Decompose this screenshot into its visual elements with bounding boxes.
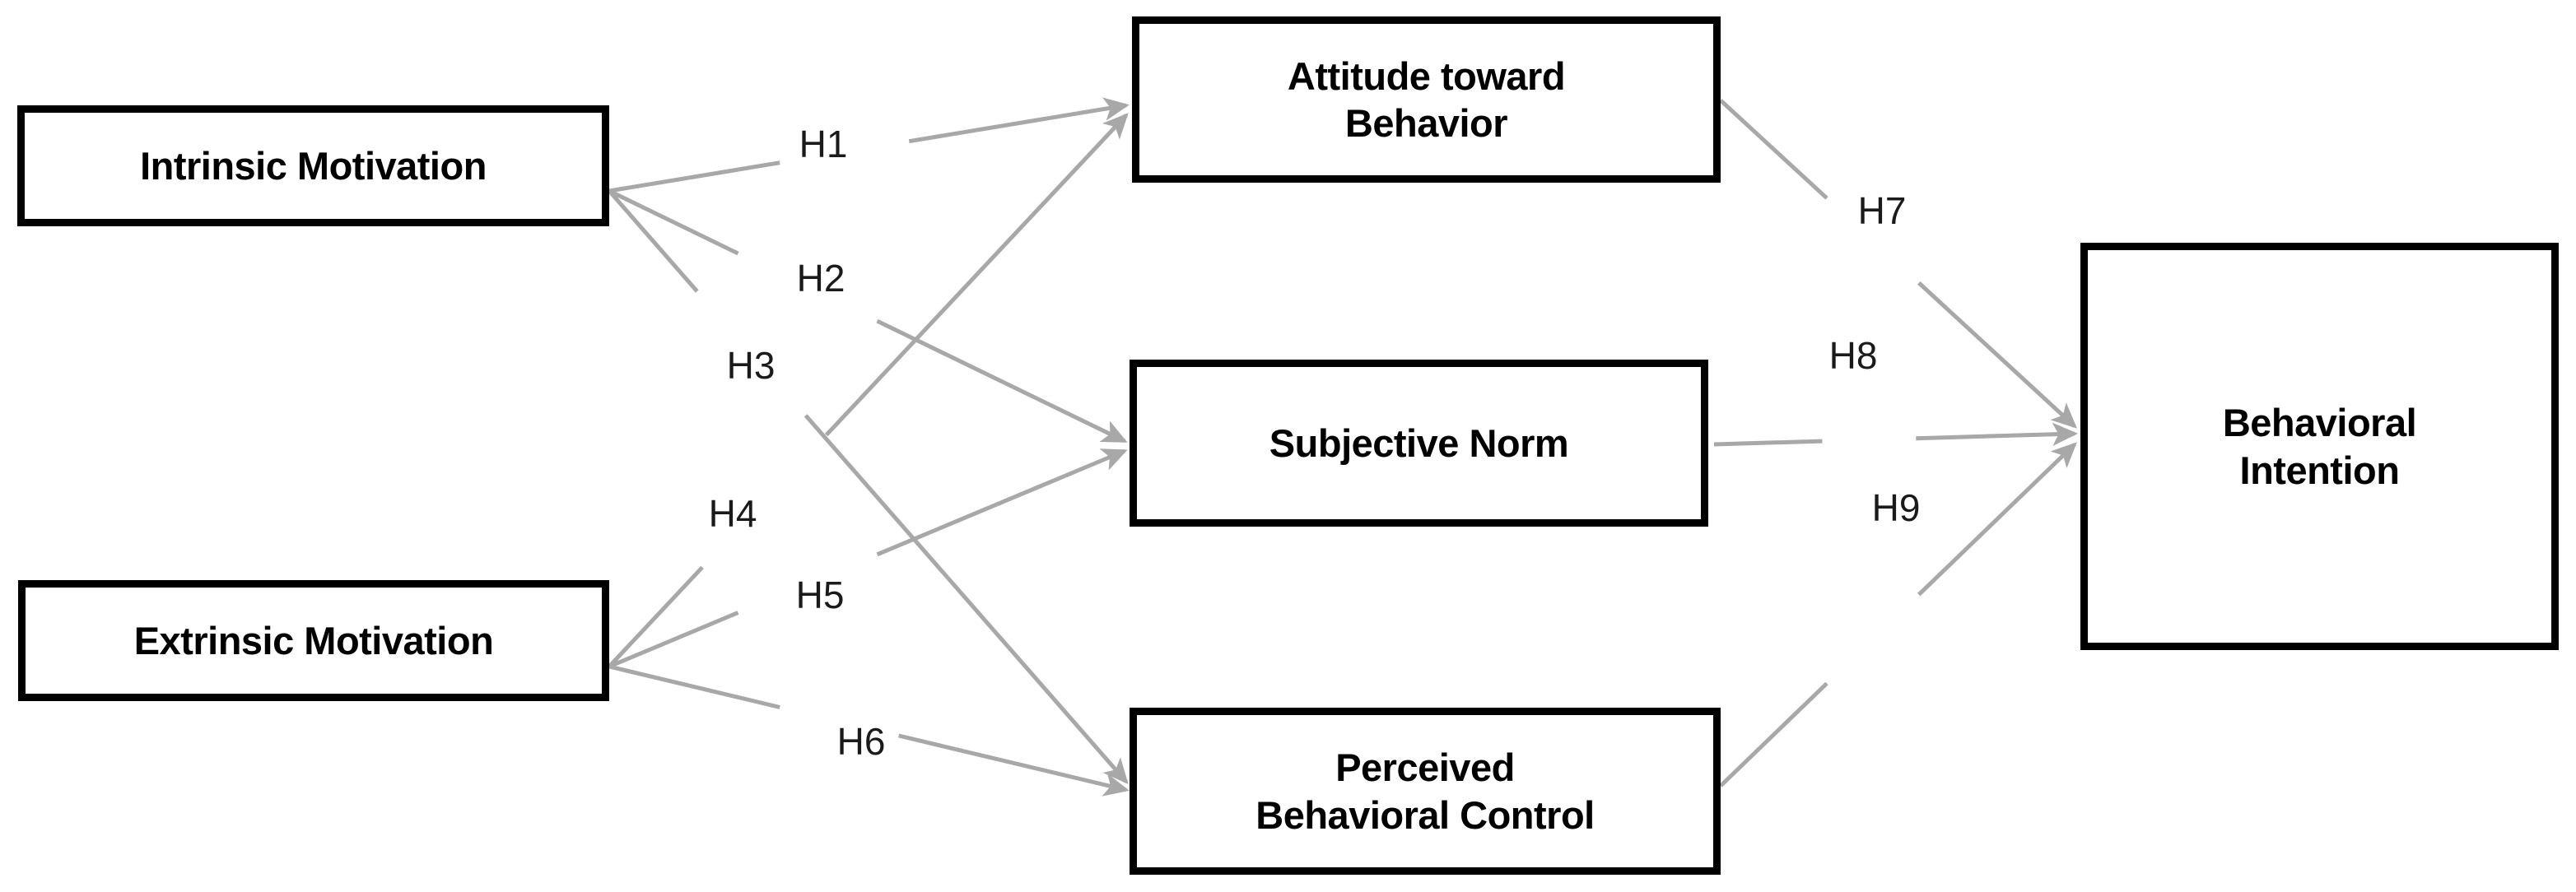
hypothesis-label-h3: H3 <box>726 344 776 387</box>
edge-H7-head <box>1917 281 2077 429</box>
hypothesis-label-h9: H9 <box>1871 486 1921 529</box>
edge-H5-head <box>876 448 1128 557</box>
node-label-behavioral-intention: Behavioral Intention <box>2222 401 2417 492</box>
node-extrinsic-motivation[interactable]: Extrinsic Motivation <box>18 580 609 701</box>
node-subjective-norm[interactable]: Subjective Norm <box>1130 360 1708 527</box>
edge-H3-tail <box>608 189 699 293</box>
edge-H3-head <box>804 414 1129 785</box>
edge-H4-head <box>824 113 1129 437</box>
edge-H1-head <box>908 97 1130 144</box>
node-perceived-behavioral-control[interactable]: Perceived Behavioral Control <box>1130 708 1721 875</box>
hypothesis-label-h2: H2 <box>796 257 845 300</box>
node-intrinsic-motivation[interactable]: Intrinsic Motivation <box>17 105 609 226</box>
hypothesis-label-h1: H1 <box>799 123 848 165</box>
edge-H7-tail <box>1719 99 1828 200</box>
hypothesis-label-h5: H5 <box>795 574 845 616</box>
node-label-attitude-toward-behavior: Attitude toward Behavior <box>1287 53 1566 145</box>
node-label-subjective-norm: Subjective Norm <box>1269 420 1569 465</box>
edge-H6-tail <box>608 664 780 709</box>
edge-H9-tail <box>1719 681 1828 787</box>
edge-H8-head <box>1916 422 2078 447</box>
edge-H5-tail <box>608 611 739 669</box>
hypothesis-label-h8: H8 <box>1828 334 1878 377</box>
node-attitude-toward-behavior[interactable]: Attitude toward Behavior <box>1132 16 1721 183</box>
hypothesis-label-h7: H7 <box>1857 189 1907 232</box>
edge-H2-head <box>876 318 1128 444</box>
edge-H9-head <box>1917 442 2077 597</box>
edge-H2-tail <box>608 188 739 256</box>
node-label-intrinsic-motivation: Intrinsic Motivation <box>140 143 487 188</box>
node-behavioral-intention[interactable]: Behavioral Intention <box>2080 243 2559 650</box>
edge-H8-tail <box>1713 439 1823 447</box>
edge-H1-tail <box>608 160 780 193</box>
edge-H6-head <box>898 733 1130 797</box>
hypothesis-label-h6: H6 <box>836 720 886 763</box>
hypothesis-label-h4: H4 <box>708 492 757 535</box>
edge-H4-tail <box>608 565 704 668</box>
node-label-extrinsic-motivation: Extrinsic Motivation <box>133 618 494 662</box>
node-label-perceived-behavioral-control: Perceived Behavioral Control <box>1255 746 1595 837</box>
